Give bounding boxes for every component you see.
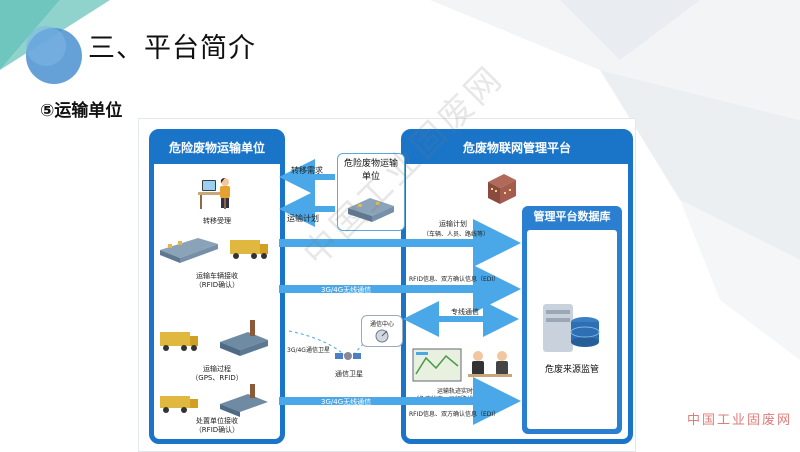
wireless-1-label: 3G/4G无线通信 (321, 286, 372, 294)
disposal-receive-label: 处置单位接收 (196, 417, 238, 425)
dedicated-comm-label: 专线通信 (451, 308, 479, 316)
transfer-approval-label: 转移受理 (203, 217, 231, 225)
left-panel-title: 危险废物运输单位 (154, 134, 280, 164)
transport-process-label: 运输过程 (203, 365, 231, 373)
platform-diagram: 危险废物运输单位 转移受理 运输车辆接收 (138, 118, 636, 452)
comm-center-label: 通信中心 (369, 321, 394, 328)
transport-unit-icon (348, 198, 394, 222)
wireless-2-label: 3G/4G无线通信 (321, 398, 372, 406)
right-panel-title: 危废物联网管理平台 (406, 134, 628, 164)
database-box-title: 管理平台数据库 (533, 210, 611, 223)
transfer-demand-label: 转移需求 (291, 166, 323, 175)
building-icon (488, 174, 516, 204)
truck-factory-icon (160, 320, 268, 356)
disposal-truck-icon (160, 384, 268, 417)
satellite-dish-icon (375, 329, 389, 343)
transport-unit-box: 危险废物运输单位 (337, 153, 405, 231)
transport-plan-left-label: 运输计划 (287, 214, 319, 223)
transport-process-sublabel: （GPS、RFID） (191, 374, 243, 382)
database-box-body: 危废来源监管 (527, 230, 617, 429)
transport-unit-box-title: 危险废物运输单位 (343, 159, 398, 182)
tracking-screen-icon (412, 348, 462, 382)
rfid-info-1-label: RFID信息、双方确认信息（EDI） (409, 276, 500, 283)
operators-icon (468, 351, 512, 377)
rfid-info-2-label: RFID信息、双方确认信息（EDI） (409, 411, 500, 418)
flow-arrows (279, 159, 521, 425)
satellite-icon (335, 352, 361, 360)
disposal-receive-sublabel: （RFID确认） (194, 426, 240, 434)
database-box: 管理平台数据库 危废来源监管 (522, 206, 622, 434)
corner-watermark: 中国工业固废网 (686, 413, 792, 428)
section-subtitle: ⑤运输单位 (40, 101, 123, 121)
transport-plan-right-sublabel: （车辆、人员、路线等） (423, 231, 490, 238)
database-server-icon (543, 304, 600, 352)
slide-title: 三、平台简介 (88, 33, 256, 64)
office-worker-icon (198, 178, 230, 209)
transport-plan-right-label: 运输计划 (439, 220, 467, 228)
satellite-label: 3G/4G通信卫星 (287, 347, 330, 354)
vehicle-receive-label: 运输车辆接收 (196, 272, 238, 280)
database-box-label: 危废来源监管 (544, 365, 599, 375)
vehicle-receive-sublabel: （RFID确认） (194, 281, 240, 289)
tracking-label: 运输轨迹实时跟踪 (436, 388, 485, 395)
comm-center-box: 通信中心 (361, 315, 403, 347)
warehouse-truck-icon (160, 238, 268, 263)
comm-satellite-label: 通信卫星 (335, 370, 363, 378)
